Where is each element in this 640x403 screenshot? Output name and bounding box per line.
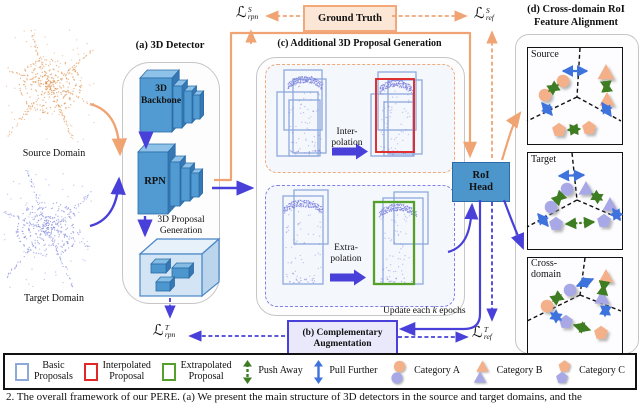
source-domain-input-arrow xyxy=(89,102,128,157)
source-domain-label: Source Domain xyxy=(22,148,86,159)
target-domain-label: Target Domain xyxy=(24,293,84,304)
figure-caption: 2. The overall framework of our PERE. (a… xyxy=(6,391,582,403)
circle-pair-icon xyxy=(391,360,406,384)
ground-truth-label: Ground Truth xyxy=(318,13,382,24)
legend-item-basic-proposals: Basic Proposals xyxy=(15,360,73,382)
legend-item-category-a: Category A xyxy=(388,359,460,385)
update-note: Update each k epochs xyxy=(383,306,466,316)
legend-label-category-b: Category B xyxy=(496,365,543,377)
legend-item-interpolated-proposal: Interpolated Proposal xyxy=(83,360,151,382)
legend-label-basic-proposals: Basic Proposals xyxy=(34,360,73,382)
legend-label-category-a: Category A xyxy=(414,365,460,377)
pull-further-icon xyxy=(314,359,324,384)
legend-label-push-away: Push Away xyxy=(258,365,303,377)
target-domain-input-arrow xyxy=(89,176,126,228)
ground-truth-box: Ground Truth xyxy=(303,5,397,32)
interpolation-label: Inter-polation xyxy=(331,127,363,148)
legend-item-extrapolated-proposal: Extrapolated Proposal xyxy=(161,360,232,382)
interpolated-proposal-swatch xyxy=(83,362,98,381)
extrapolation-label: Extra-polation xyxy=(330,243,362,264)
legend-label-interpolated-proposal: Interpolated Proposal xyxy=(102,360,151,382)
interpolation-subpanel xyxy=(265,64,455,173)
source-alignment-box xyxy=(527,47,623,145)
legend: Basic Proposals Interpolated Proposal Extr… xyxy=(3,353,637,390)
legend-label-extrapolated-proposal: Extrapolated Proposal xyxy=(180,360,232,382)
panel-a-title: (a) 3D Detector xyxy=(135,40,205,51)
extrapolated-proposal-swatch xyxy=(161,362,176,381)
target-box-label: Target xyxy=(531,154,557,165)
legend-item-pull-further: Pull Further xyxy=(313,359,378,384)
legend-item-push-away: Push Away xyxy=(242,359,303,384)
push-away-icon xyxy=(243,359,253,384)
pentagon-pair-icon xyxy=(556,359,571,383)
legend-item-category-c: Category C xyxy=(553,359,625,385)
rpn-label: RPN xyxy=(144,176,166,187)
basic-proposals-swatch xyxy=(15,362,29,381)
triangle-pair-icon xyxy=(473,360,489,383)
source-box-label: Source xyxy=(531,49,559,60)
cross-domain-box-label: Cross-domain xyxy=(531,258,561,280)
target-alignment-box xyxy=(527,152,623,250)
legend-label-category-c: Category C xyxy=(579,365,625,377)
target-point-cloud xyxy=(3,169,92,288)
legend-item-category-b: Category B xyxy=(471,359,543,385)
source-point-cloud xyxy=(5,29,95,143)
panel-c-title: (c) Additional 3D Proposal Generation xyxy=(277,38,442,49)
legend-label-pull-further: Pull Further xyxy=(329,365,378,377)
